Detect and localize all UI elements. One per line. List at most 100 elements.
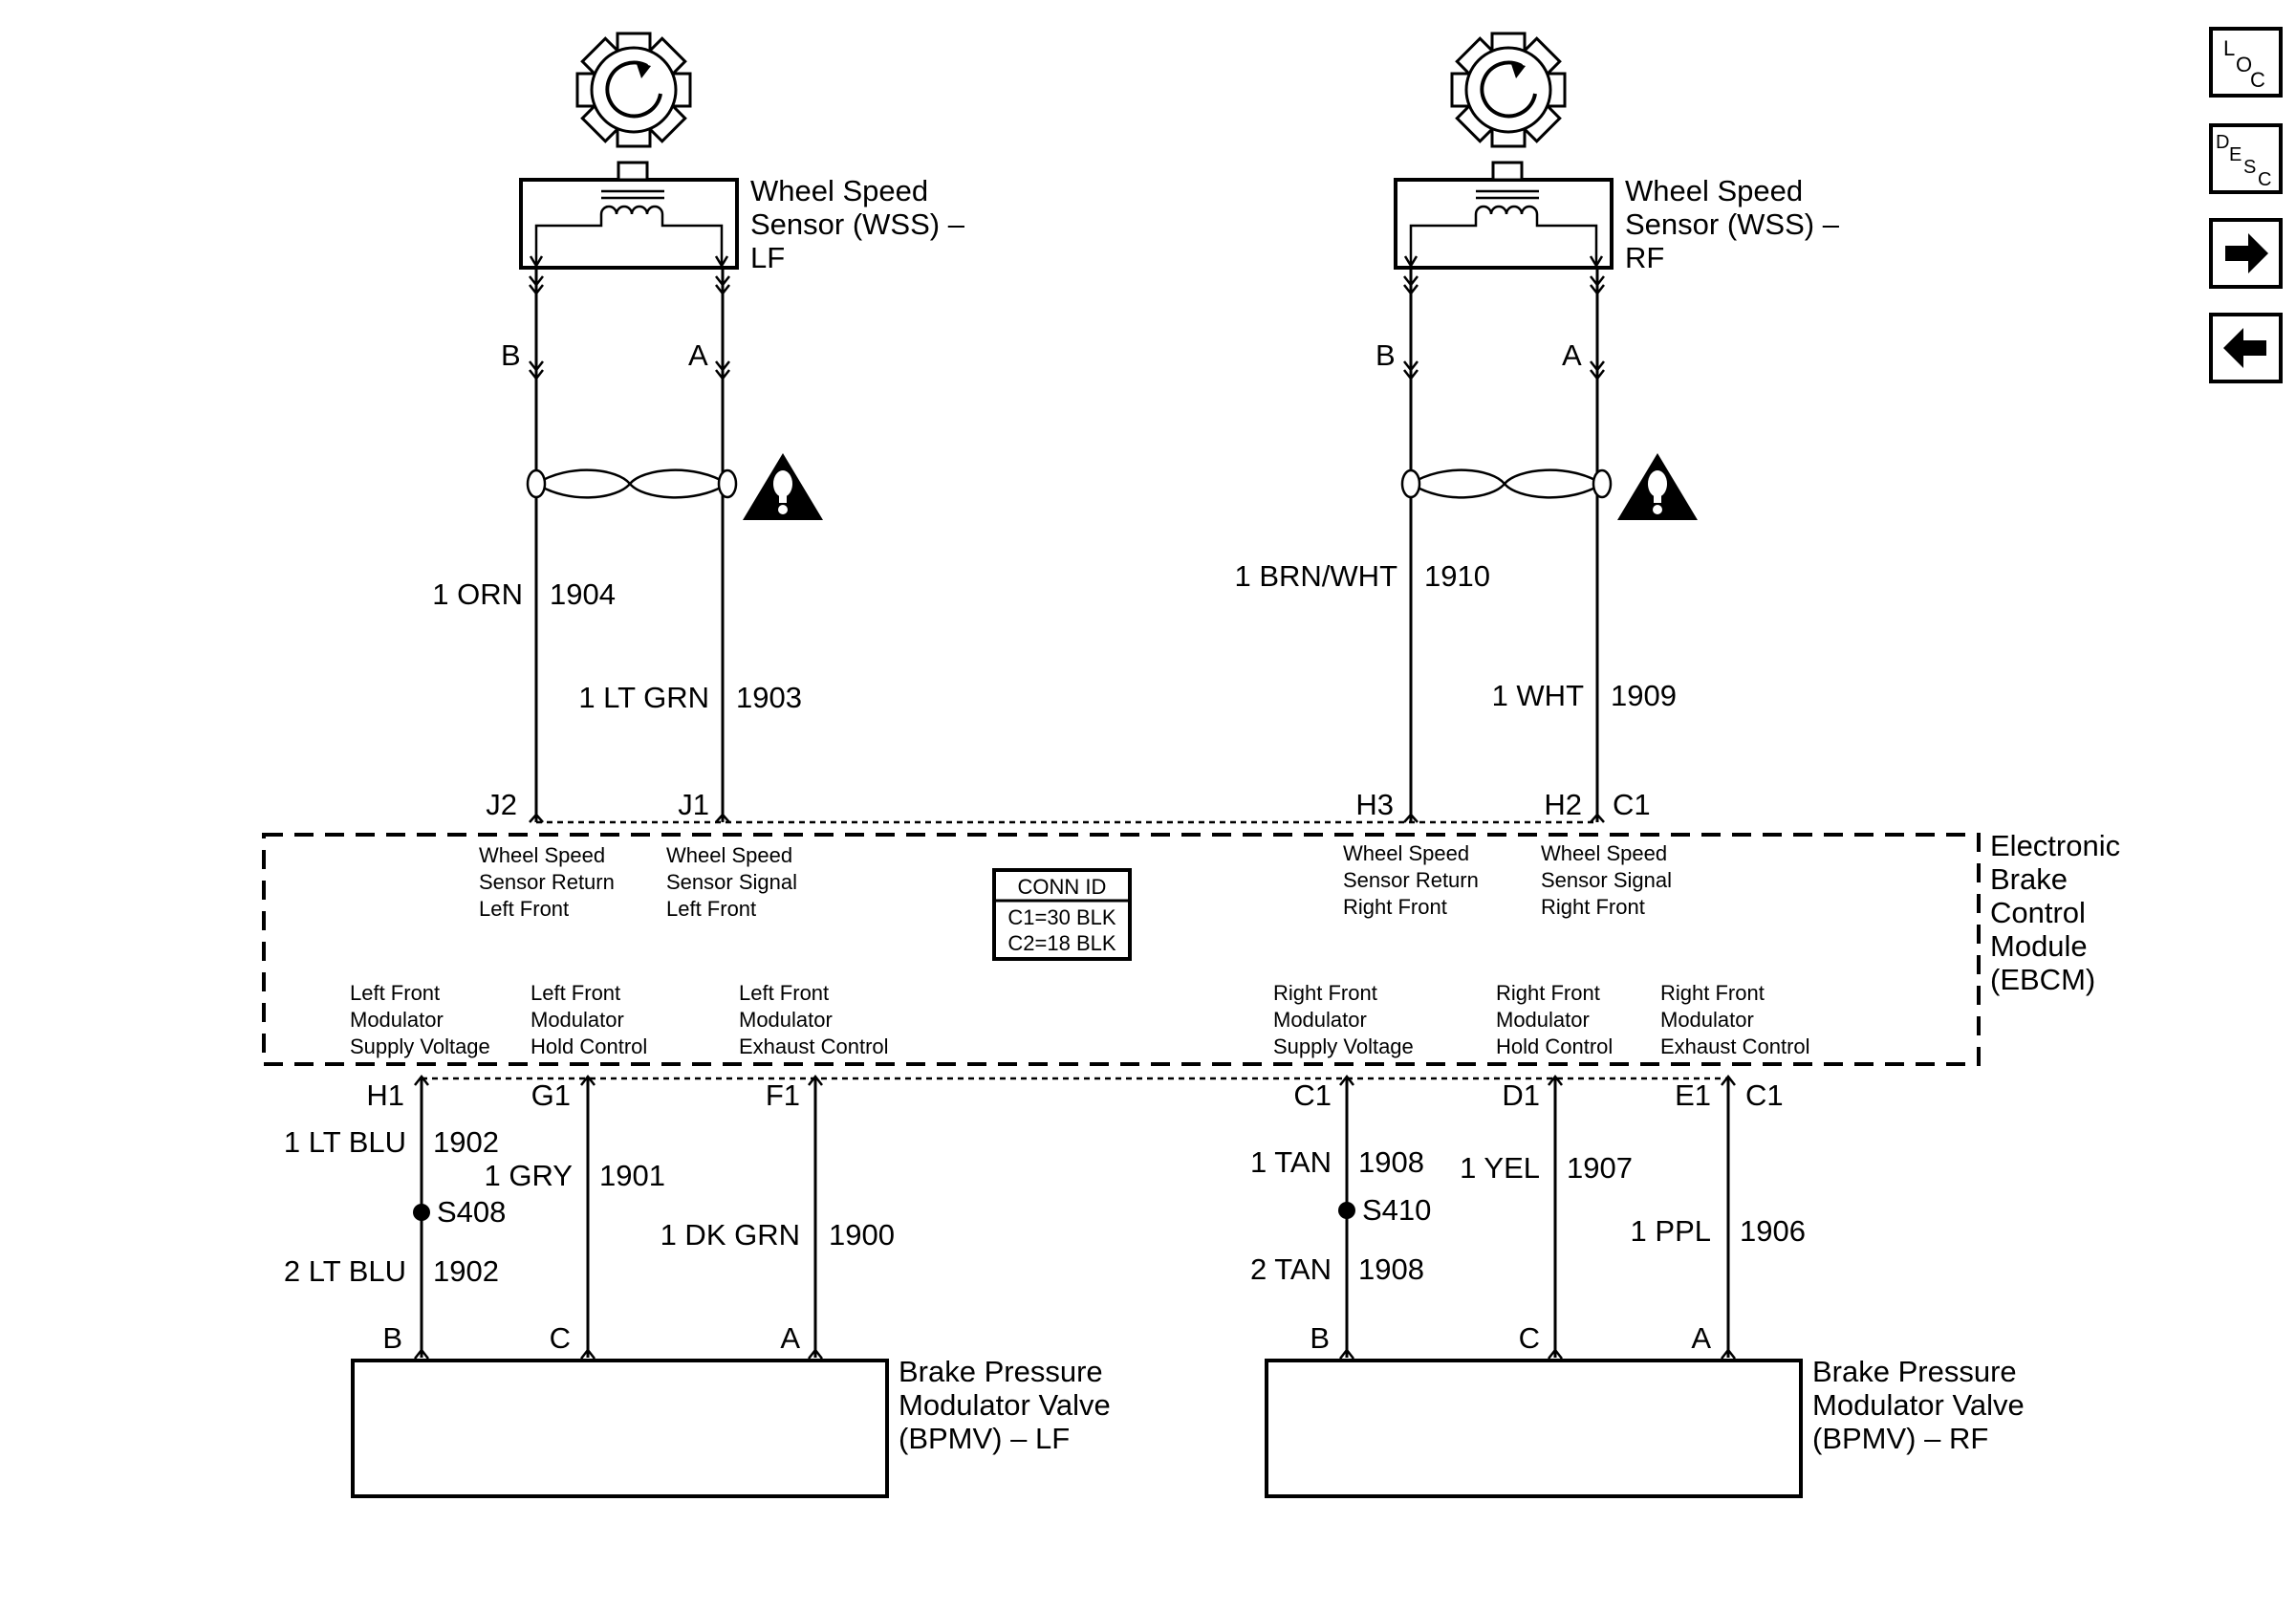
sensor-lf-name-line1: Wheel Speed [750,174,928,207]
valve-lf-pin-c: C [550,1321,571,1355]
desc-button[interactable]: D E S C [2209,123,2283,194]
bpmv-rf-name-line2: Modulator Valve [1812,1388,2025,1422]
valve-rf-pin-a: A [1691,1321,1711,1355]
ebcm-label-rf-exhaust: Right Front Modulator Exhaust Control [1660,981,1810,1058]
ebcm-connector-c1-top: C1 [1613,788,1651,821]
ebcm-label-lf-supply: Left Front Modulator Supply Voltage [350,981,490,1058]
wire-rf-return-color: 1 BRN/WHT [1235,559,1398,593]
wire-lf-return-circuit: 1904 [550,577,616,611]
bpmv-lf-name-line1: Brake Pressure [899,1355,1103,1388]
ebcm-name-line5: (EBCM) [1990,963,2095,996]
ebcm-pin-e1: E1 [1675,1078,1711,1112]
wire-lf-exhaust-color: 1 DK GRN [661,1218,800,1252]
ebcm-label-rf-supply: Right Front Modulator Supply Voltage [1273,981,1414,1058]
svg-text:C: C [2258,169,2271,190]
ebcm-pin-j1: J1 [678,788,709,821]
next-button[interactable] [2209,218,2283,289]
svg-text:S: S [2243,157,2256,178]
valve-lf-pin-a: A [780,1321,800,1355]
ebcm-pin-h2: H2 [1544,788,1582,821]
svg-text:O: O [2236,53,2252,76]
svg-text:E: E [2229,144,2242,165]
bpmv-lf-name-line2: Modulator Valve [899,1388,1111,1422]
bpmv-rf: Brake Pressure Modulator Valve (BPMV) – … [1265,1355,2025,1498]
wire-lf-exhaust-circuit: 1900 [829,1218,895,1252]
wire-rf-signal-circuit: 1909 [1611,679,1677,712]
pin-rf-signal: A [1562,338,1582,372]
sensor-wires: B A B A 1 ORN 1904 1 LT GRN 1903 1 BRN/W… [432,268,1698,824]
wheel-speed-sensor-rf: Wheel Speed Sensor (WSS) – RF [1394,32,1840,274]
ebcm-connector-c1-bottom: C1 [1745,1078,1784,1112]
warning-icon [1617,453,1698,520]
valve-rf-pin-c: C [1519,1321,1540,1355]
wire-lf-supply-circuit2: 1902 [433,1254,499,1288]
wire-rf-exhaust-color: 1 PPL [1631,1214,1711,1248]
ebcm-label-lf-return: Wheel Speed Sensor Return Left Front [479,843,620,921]
twisted-pair-icon [526,468,738,499]
wire-rf-supply-circuit2: 1908 [1358,1252,1424,1286]
description-icon: D E S C [2216,132,2271,190]
wire-lf-supply-color: 1 LT BLU [284,1125,406,1159]
ebcm-pin-c1: C1 [1293,1078,1332,1112]
wire-rf-hold-color: 1 YEL [1460,1151,1540,1185]
ebcm-pin-h1: H1 [366,1078,404,1112]
splice-s408: S408 [437,1195,506,1229]
valve-lf-pin-b: B [382,1321,402,1355]
conn-id-box: CONN ID C1=30 BLK C2=18 BLK [992,868,1132,961]
conn-id-title: CONN ID [1018,875,1107,899]
pin-lf-return: B [501,338,521,372]
arrow-left-icon [2223,328,2266,368]
ebcm-label-lf-exhaust: Left Front Modulator Exhaust Control [739,981,889,1058]
pin-rf-return: B [1375,338,1396,372]
ebcm-name-line4: Module [1990,929,2088,963]
sensor-rf-name-line3: RF [1625,241,1664,274]
loc-button[interactable]: L O C [2209,27,2283,98]
ebcm-pin-d1: D1 [1502,1078,1540,1112]
svg-text:L: L [2223,36,2235,60]
wire-lf-hold-circuit: 1901 [599,1159,665,1192]
arrow-right-icon [2225,233,2268,273]
ebcm-module: Electronic Brake Control Module (EBCM) C… [262,829,2120,1066]
warning-icon [743,453,823,520]
twisted-pair-icon [1400,468,1613,499]
ebcm-pin-j2: J2 [486,788,517,821]
ebcm-pin-h3: H3 [1355,788,1394,821]
wire-lf-hold-color: 1 GRY [485,1159,573,1192]
sensor-lf-name-line3: LF [750,241,785,274]
sensor-coil-icon [519,161,739,270]
sensor-lf-name-line2: Sensor (WSS) – [750,207,965,241]
location-icon: L O C [2223,36,2265,92]
ebcm-pin-f1: F1 [766,1078,800,1112]
ebcm-label-lf-hold: Left Front Modulator Hold Control [531,981,647,1058]
ebcm-label-lf-signal: Wheel Speed Sensor Signal Left Front [666,843,803,921]
ebcm-pin-g1: G1 [531,1078,571,1112]
wire-rf-supply-circuit: 1908 [1358,1145,1424,1179]
bpmv-lf-name-line3: (BPMV) – LF [899,1422,1070,1455]
sensor-rf-name-line1: Wheel Speed [1625,174,1803,207]
conn-id-c1: C1=30 BLK [1007,905,1116,929]
prev-button[interactable] [2209,313,2283,383]
tone-wheel-icon [1450,32,1567,148]
wire-rf-supply-color2: 2 TAN [1250,1252,1332,1286]
pin-lf-signal: A [688,338,708,372]
wire-lf-signal-color: 1 LT GRN [578,681,709,714]
wire-lf-supply-color2: 2 LT BLU [284,1254,406,1288]
ebcm-label-rf-hold: Right Front Modulator Hold Control [1496,981,1613,1058]
wire-rf-hold-circuit: 1907 [1567,1151,1633,1185]
splice-s410: S410 [1362,1193,1431,1227]
splice-s410-dot [1338,1202,1355,1219]
bpmv-rf-name-line1: Brake Pressure [1812,1355,2017,1388]
wire-rf-exhaust-circuit: 1906 [1740,1214,1806,1248]
tone-wheel-icon [575,32,692,148]
svg-text:C: C [2250,68,2265,92]
ebcm-label-rf-signal: Wheel Speed Sensor Signal Right Front [1541,841,1678,919]
wire-rf-return-circuit: 1910 [1424,559,1490,593]
sensor-coil-icon [1394,161,1614,270]
wheel-speed-sensor-lf: Wheel Speed Sensor (WSS) – LF [519,32,965,274]
wire-lf-supply-circuit: 1902 [433,1125,499,1159]
wire-rf-supply-color: 1 TAN [1250,1145,1332,1179]
ebcm-name-line2: Brake [1990,862,2068,896]
bpmv-rf-name-line3: (BPMV) – RF [1812,1422,1988,1455]
wire-lf-signal-circuit: 1903 [736,681,802,714]
